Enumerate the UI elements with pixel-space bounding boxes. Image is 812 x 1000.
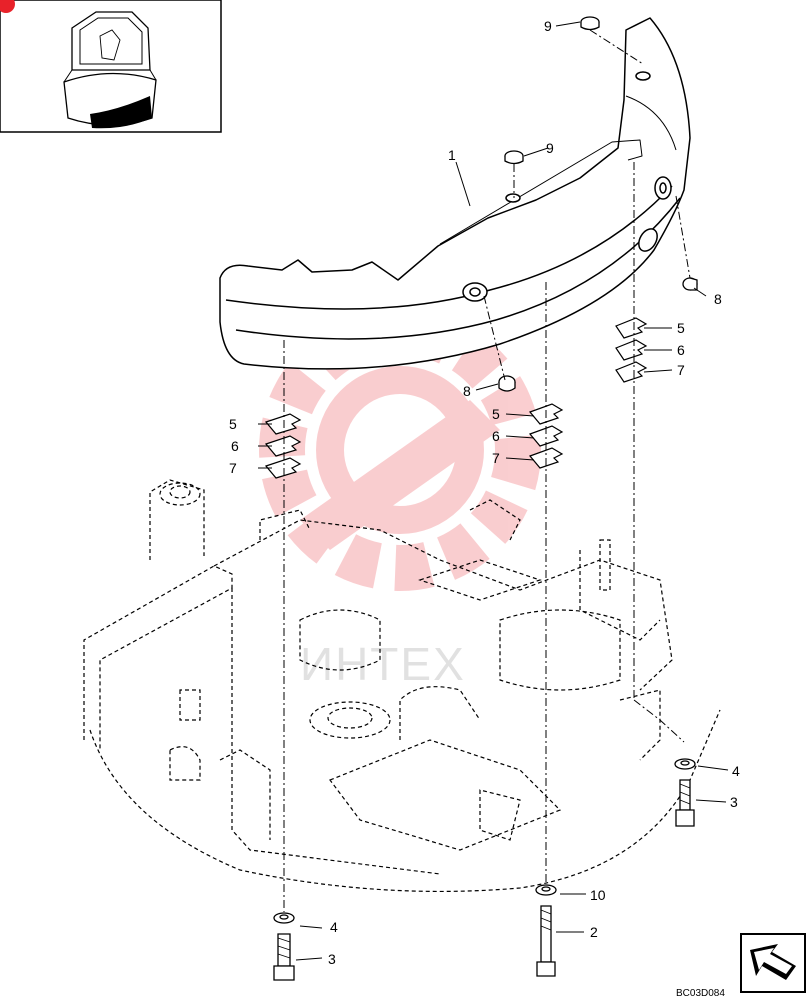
- counterweight: [219, 17, 691, 370]
- callout-10: 10: [590, 887, 606, 903]
- callout-5-right: 5: [677, 320, 685, 336]
- callout-5-center: 5: [492, 406, 500, 422]
- upper-frame: [83, 479, 721, 893]
- callout-9-top: 9: [544, 18, 552, 34]
- machine-location-thumbnail: [0, 0, 222, 133]
- callout-6-center: 6: [492, 428, 500, 444]
- callout-5-left: 5: [229, 416, 237, 432]
- assembly-center-lines: [283, 29, 691, 912]
- bolt-3-left: [273, 933, 295, 981]
- callout-9-mid: 9: [546, 140, 554, 156]
- callout-3-left: 3: [328, 951, 336, 967]
- callout-6-right: 6: [677, 342, 685, 358]
- cap-8-left: [498, 375, 516, 392]
- callout-4-left: 4: [330, 919, 338, 935]
- washer-10-center: [535, 884, 557, 896]
- callout-2: 2: [590, 924, 598, 940]
- washer-4-right: [674, 758, 696, 770]
- shim-stack-left: [264, 413, 302, 479]
- washer-4-left: [273, 912, 295, 924]
- cap-9-top: [580, 16, 600, 31]
- callout-leaders: [258, 21, 729, 961]
- callout-8-left: 8: [463, 383, 471, 399]
- watermark-text: ИНТЕХ: [300, 638, 466, 690]
- callout-1: 1: [448, 147, 456, 163]
- cap-9-mid: [504, 150, 524, 165]
- callout-7-center: 7: [492, 450, 500, 466]
- bolt-2-center: [536, 905, 556, 977]
- shim-stack-right: [615, 317, 648, 383]
- callout-7-left: 7: [229, 460, 237, 476]
- callout-7-right: 7: [677, 362, 685, 378]
- callout-4-right: 4: [732, 763, 740, 779]
- callout-3-right: 3: [730, 794, 738, 810]
- figure-code: BC03D084: [676, 988, 725, 999]
- front-direction-arrow-icon: [740, 933, 806, 993]
- bolt-3-right: [675, 779, 695, 827]
- callout-6-left: 6: [231, 438, 239, 454]
- callout-8-right: 8: [714, 291, 722, 307]
